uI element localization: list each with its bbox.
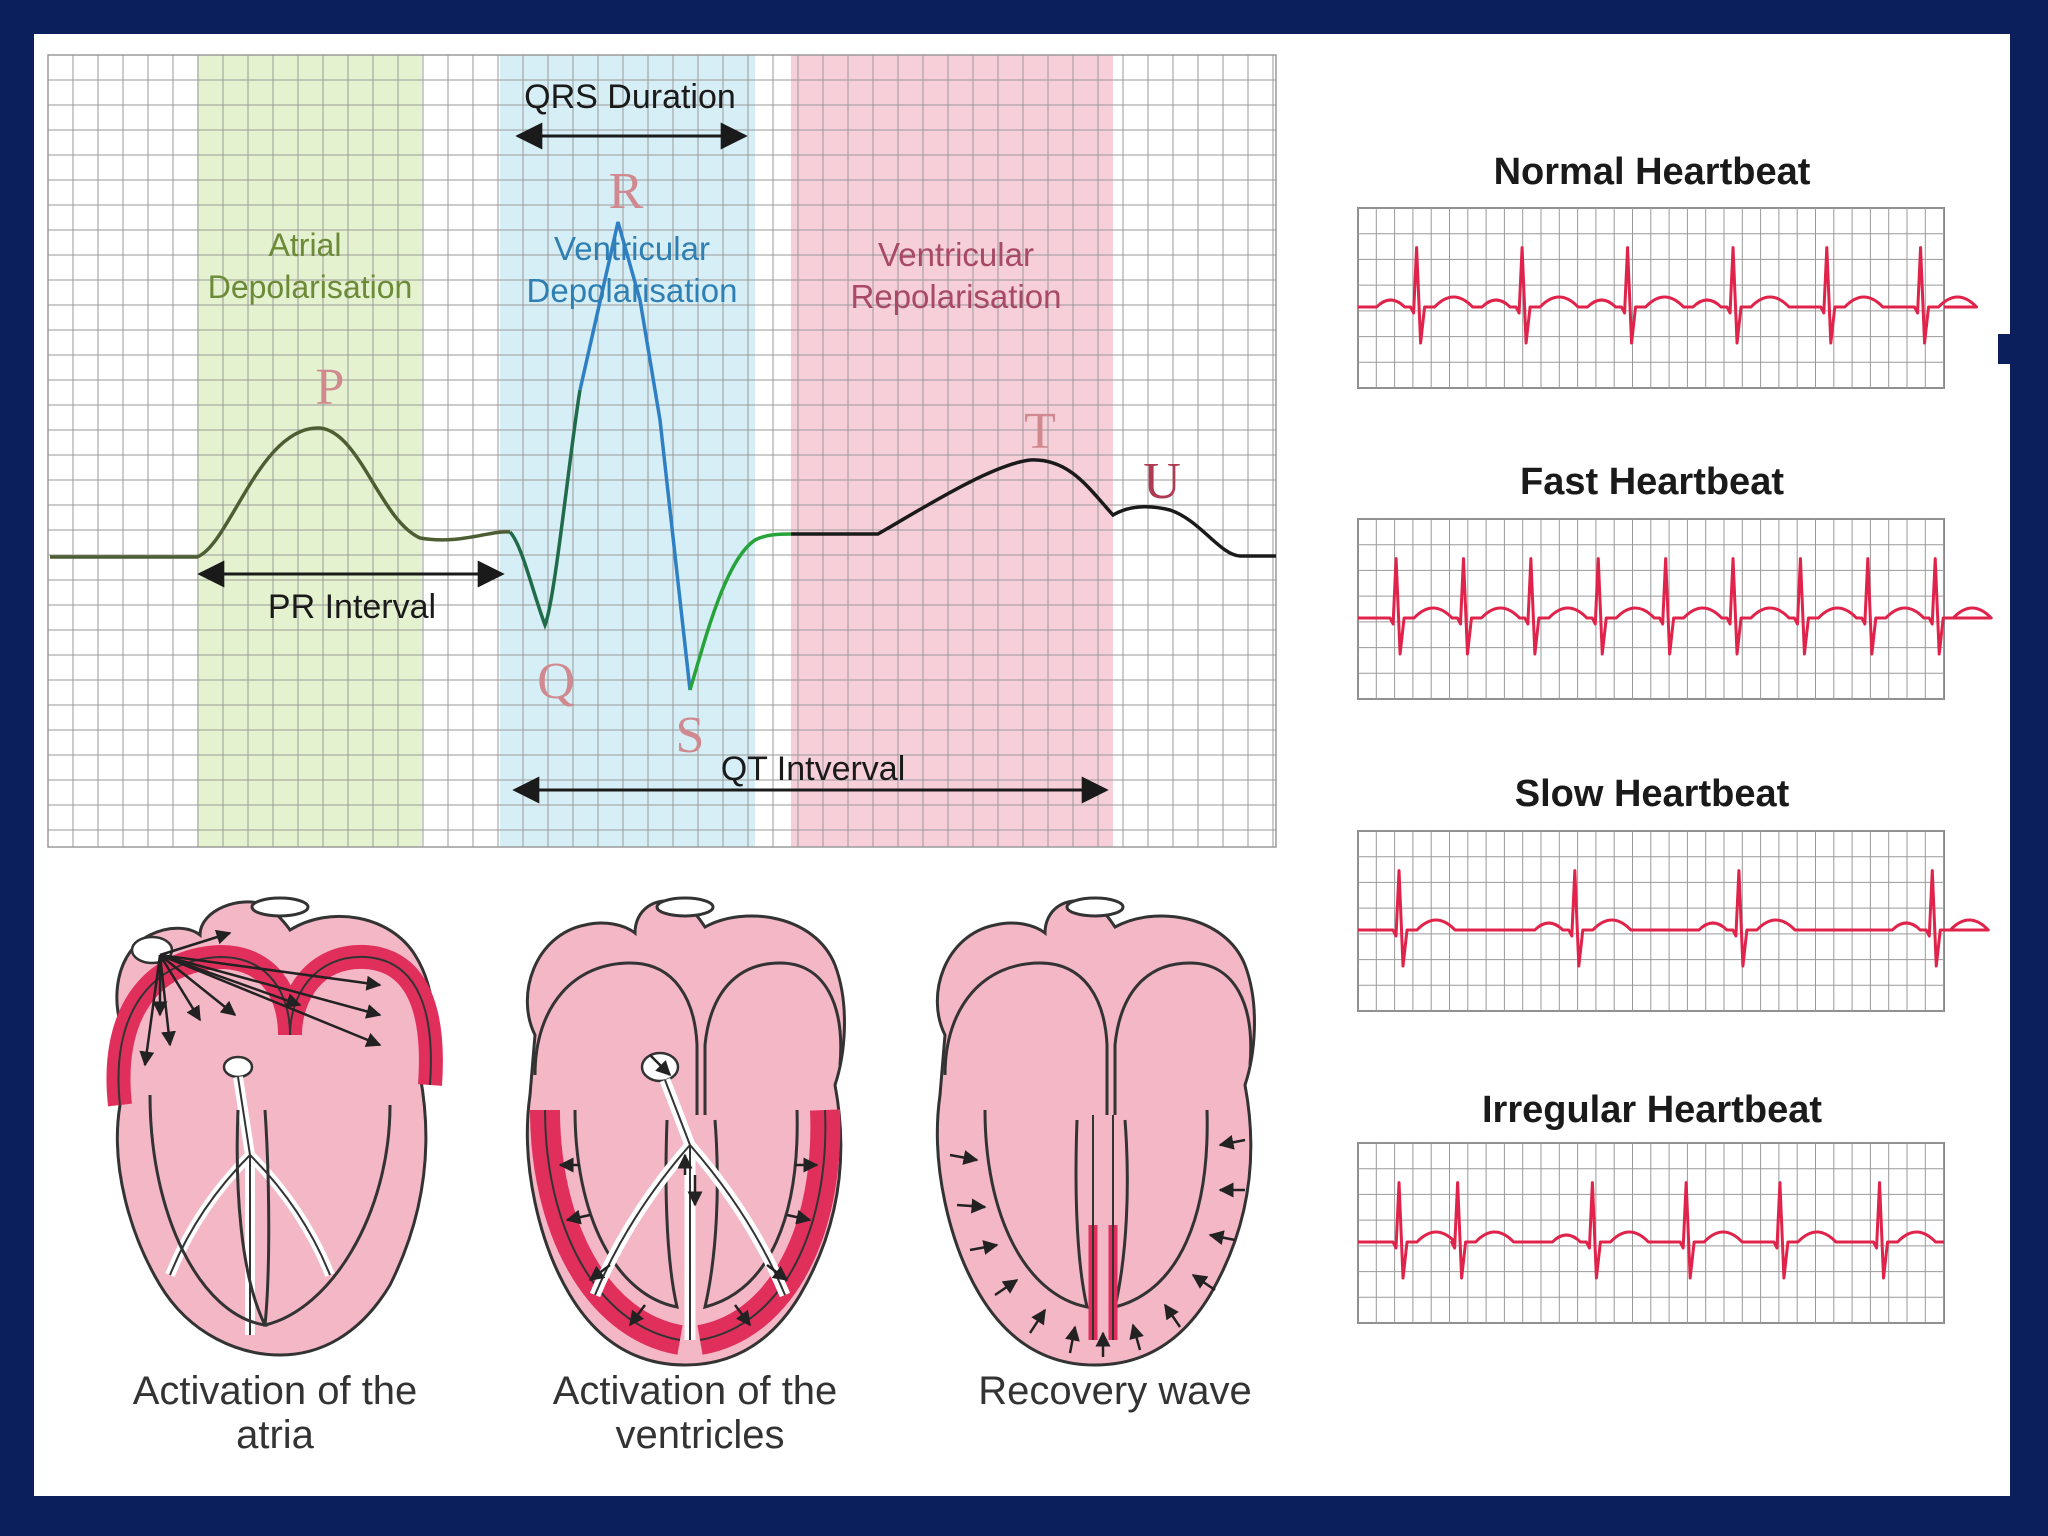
q-wave-trace xyxy=(508,389,582,630)
heart-recovery-wave-icon xyxy=(935,896,1256,1367)
fast-ecg-trace: Fast Heartbeat xyxy=(1357,461,1993,700)
atrial-band xyxy=(197,55,422,847)
heart-2-caption-line1: Activation of the xyxy=(553,1369,838,1413)
heartbeat-title: Slow Heartbeat xyxy=(1515,773,1790,815)
qrs-duration-label: QRS Duration xyxy=(524,78,736,116)
atrial-band-label: Atrial xyxy=(269,227,342,263)
ecg-trace-line xyxy=(1358,557,1993,656)
repolarisation-band-label: Ventricular xyxy=(878,236,1034,273)
repolarisation-band xyxy=(791,55,1113,847)
u-wave-label: U xyxy=(1143,453,1181,510)
t-wave-trace xyxy=(791,458,1276,558)
s-wave-label: S xyxy=(676,707,705,764)
ecg-trace-line xyxy=(1358,246,1979,345)
heart-2-caption-line2: ventricles xyxy=(616,1413,785,1457)
ecg-grid xyxy=(47,54,1276,847)
heart-ventricle-activation-icon xyxy=(525,896,846,1367)
q-wave-label: Q xyxy=(537,653,575,710)
ventricular-band-label-2: Depolarisation xyxy=(527,272,738,309)
heart-1-caption-line1: Activation of the xyxy=(133,1369,418,1413)
heart-3-caption: Recovery wave xyxy=(978,1369,1251,1413)
pr-interval-label: PR Interval xyxy=(268,588,436,626)
ventricular-band-label: Ventricular xyxy=(554,230,710,267)
ventricular-band xyxy=(500,55,755,847)
qt-interval-label: QT Intverval xyxy=(721,750,906,788)
atrial-band-label-2: Depolarisation xyxy=(208,269,413,305)
r-wave-trace xyxy=(578,221,692,691)
p-wave-label: P xyxy=(316,359,345,416)
slow-ecg-trace: Slow Heartbeat xyxy=(1357,773,1990,1012)
s-wave-trace xyxy=(688,532,792,691)
repolarisation-band-label-2: Repolarisation xyxy=(851,278,1062,315)
heartbeat-title: Normal Heartbeat xyxy=(1494,151,1811,193)
t-wave-label: T xyxy=(1024,403,1056,460)
ecg-chart: Atrial Depolarisation Ventricular Depola… xyxy=(47,54,1277,848)
heartbeat-title: Fast Heartbeat xyxy=(1520,461,1784,503)
edge-mark xyxy=(1998,334,2012,364)
p-wave-trace xyxy=(50,426,511,559)
irregular-ecg-trace: Irregular Heartbeat xyxy=(1357,1089,1945,1324)
ecg-trace-line xyxy=(1358,869,1990,968)
r-wave-label: R xyxy=(609,163,644,220)
heart-1-caption-line2: atria xyxy=(236,1413,315,1457)
heartbeat-title: Irregular Heartbeat xyxy=(1482,1089,1822,1131)
ecg-trace-line xyxy=(1358,1181,1944,1280)
normal-ecg-trace: Normal Heartbeat xyxy=(1357,151,1979,389)
heart-atria-activation-icon xyxy=(106,896,443,1357)
